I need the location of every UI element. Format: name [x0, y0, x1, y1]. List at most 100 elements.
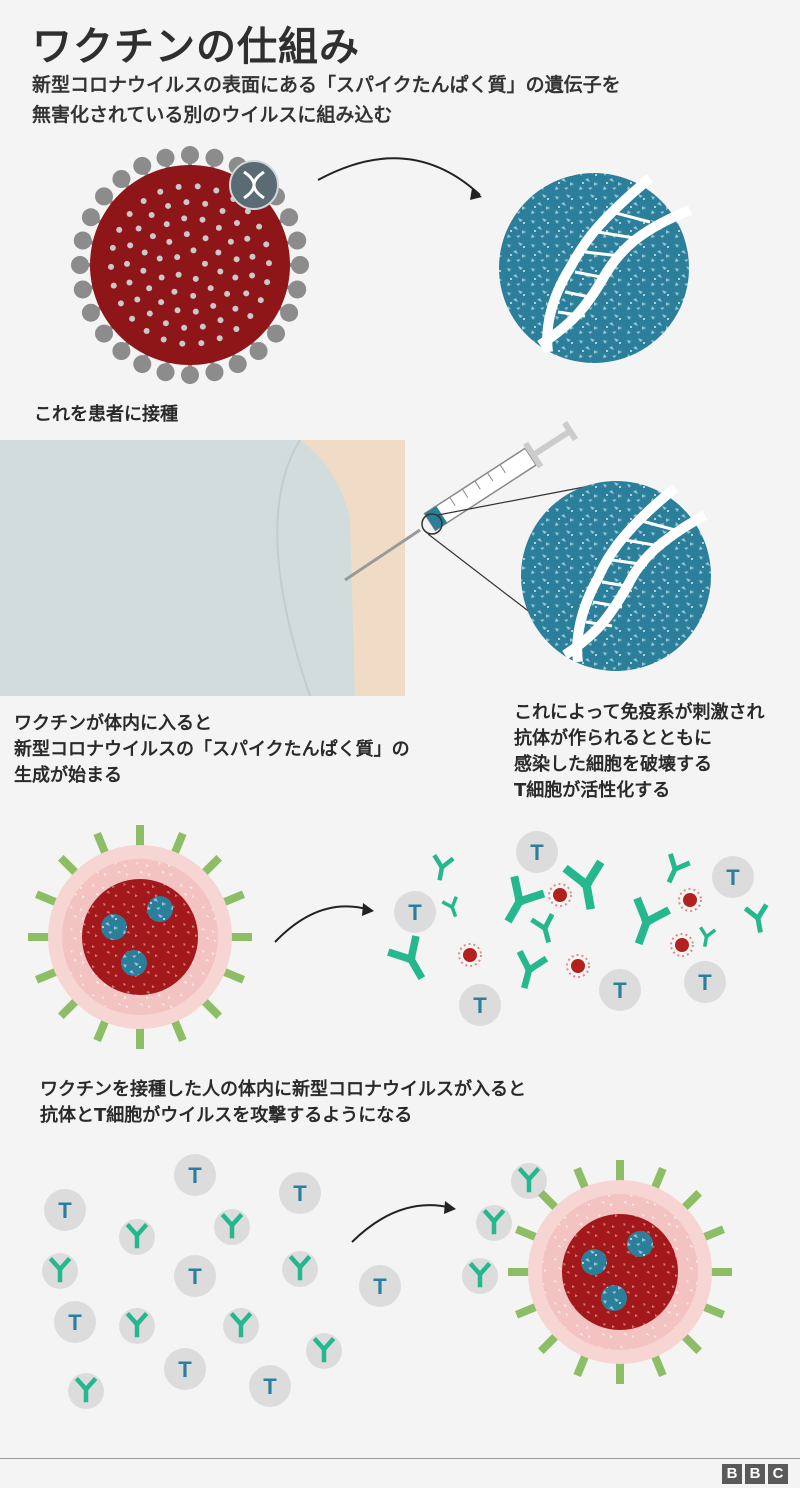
logo-letter: B: [722, 1464, 742, 1484]
svg-text:T: T: [293, 1181, 307, 1206]
spike-protein-icon: [701, 1225, 726, 1242]
svg-text:T: T: [373, 1274, 387, 1299]
t-cell-icon: T: [684, 961, 726, 1003]
spike-icon: [133, 156, 152, 175]
antibody-icon: [462, 1258, 498, 1294]
caption-line: 感染した細胞を破壊する: [514, 754, 712, 775]
footer-divider: [0, 1458, 800, 1459]
t-cell-icon: T: [44, 1189, 86, 1231]
antibody-icon: [743, 903, 769, 933]
arrow-icon: [351, 1204, 453, 1243]
antibody-icon: [306, 1333, 342, 1369]
caption-line: 新型コロナウイルスの「スパイクたんぱく質」の: [14, 739, 410, 760]
spike-icon: [73, 231, 92, 250]
antibody-icon: [119, 1308, 155, 1344]
bbc-logo: B B C: [722, 1464, 788, 1484]
caption-line: これによって免疫系が刺激され: [514, 702, 765, 723]
svg-text:T: T: [530, 840, 544, 865]
arrow-icon: [317, 157, 481, 196]
step3-right-caption: これによって免疫系が刺激され 抗体が作られるとともに 感染した細胞を破壊する T…: [514, 700, 765, 804]
caption-line: ワクチンが体内に入ると: [14, 713, 212, 734]
spike-icon: [288, 231, 307, 250]
spike-protein-icon: [573, 1353, 590, 1378]
spike-icon: [280, 303, 299, 322]
logo-letter: B: [745, 1464, 765, 1484]
spike-icon: [156, 363, 175, 382]
spike-protein-icon: [680, 1332, 703, 1355]
spike-icon: [205, 148, 224, 167]
t-cell-icon: T: [359, 1265, 401, 1307]
spike-icon: [181, 146, 199, 164]
spike-protein-icon: [701, 1302, 726, 1319]
spike-icon: [94, 187, 113, 206]
spike-icon: [112, 169, 131, 188]
t-cell-icon: T: [599, 969, 641, 1011]
spike-protein-icon: [57, 997, 80, 1020]
virus-particle-icon: [678, 888, 702, 912]
t-cell-icon: T: [516, 831, 558, 873]
svg-text:T: T: [613, 978, 627, 1003]
spike-protein-icon: [680, 1189, 703, 1212]
spike-protein-icon: [200, 854, 223, 877]
t-cell-icon: T: [174, 1255, 216, 1297]
logo-letter: C: [768, 1464, 788, 1484]
spike-icon: [71, 256, 89, 274]
spike-protein-icon: [170, 1018, 187, 1043]
subtitle-line: 無害化されている別のウイルスに組み込む: [32, 104, 393, 126]
spike-protein-icon: [93, 831, 110, 856]
antibody-icon: [666, 853, 691, 884]
syringe-icon: [344, 421, 601, 621]
spike-protein-icon: [34, 967, 59, 984]
spike-icon: [205, 363, 224, 382]
svg-text:T: T: [178, 1357, 192, 1382]
antibody-icon: [119, 1219, 155, 1255]
spike-icon: [156, 148, 175, 167]
carrier-virus-zoom-illustration: [521, 481, 711, 671]
spike-protein-icon: [537, 1189, 560, 1212]
antibody-icon: [530, 913, 555, 944]
spike-protein-icon: [650, 1353, 667, 1378]
spike-icon: [181, 366, 199, 384]
spike-protein-icon: [650, 1166, 667, 1191]
step3-left-caption: ワクチンが体内に入ると 新型コロナウイルスの「スパイクたんぱく質」の 生成が始ま…: [14, 711, 410, 789]
spike-protein-icon: [537, 1332, 560, 1355]
antibody-icon: [223, 1308, 259, 1344]
antibody-icon: [282, 1251, 318, 1287]
svg-text:T: T: [408, 900, 422, 925]
antibody-icon: [633, 896, 671, 946]
caption-line: 抗体が作られるとともに: [514, 728, 712, 749]
antibody-icon: [504, 875, 546, 924]
antibody-icon: [387, 935, 426, 981]
caption-line: 生成が始まる: [14, 765, 122, 786]
spike-protein-icon: [221, 890, 246, 907]
spike-protein-icon: [221, 967, 246, 984]
antibody-icon: [42, 1253, 78, 1289]
coronavirus-illustration: [71, 146, 309, 384]
antibody-icon: [441, 896, 458, 918]
spike-icon: [291, 256, 309, 274]
t-cell-icon: T: [164, 1348, 206, 1390]
spike-icon: [73, 280, 92, 299]
page-title: ワクチンの仕組み: [32, 24, 360, 70]
antibody-icon: [68, 1373, 104, 1409]
antibody-icon: [511, 1163, 547, 1199]
step2-caption: これを患者に接種: [34, 404, 178, 425]
spike-icon: [288, 280, 307, 299]
carrier-particle-icon: [101, 914, 127, 940]
spike-protein-icon: [93, 1018, 110, 1043]
svg-text:T: T: [188, 1264, 202, 1289]
t-cell-icon: T: [54, 1301, 96, 1343]
t-cell-icon: T: [459, 984, 501, 1026]
antibody-icon: [432, 853, 455, 881]
antibody-icon: [516, 949, 549, 989]
t-cell-icon: T: [394, 891, 436, 933]
caption-line: 抗体とT細胞がウイルスを攻撃するようになる: [40, 1105, 413, 1126]
spike-icon: [81, 303, 100, 322]
t-cell-icon: T: [249, 1365, 291, 1407]
spike-protein-icon: [170, 831, 187, 856]
subtitle: 新型コロナウイルスの表面にある「スパイクたんぱく質」の遺伝子を 無害化されている…: [32, 70, 621, 130]
svg-text:T: T: [68, 1310, 82, 1335]
spike-icon: [228, 355, 247, 374]
svg-text:T: T: [58, 1198, 72, 1223]
